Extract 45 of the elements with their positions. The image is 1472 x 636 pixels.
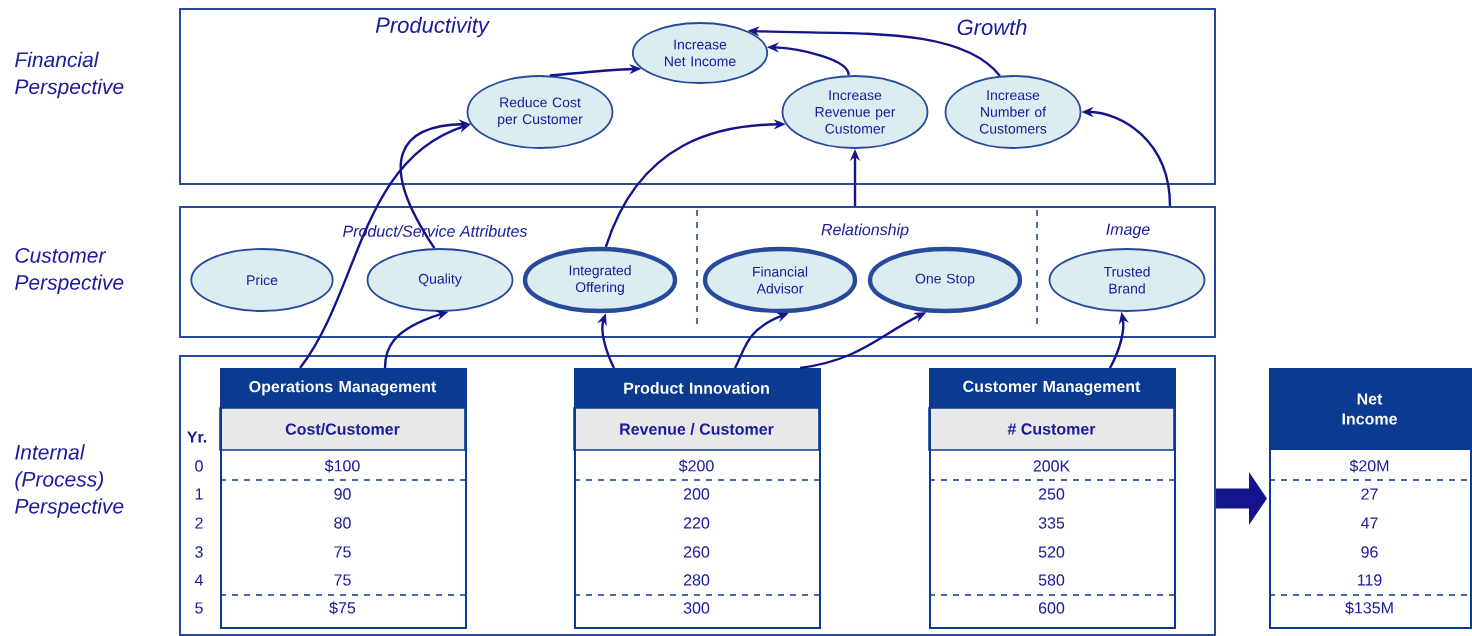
header-bar: Product Innovation	[574, 368, 819, 408]
value-text: 75	[334, 574, 351, 586]
value-text: $20M	[1349, 459, 1389, 473]
column-label: Yr.	[187, 431, 207, 443]
year-label: 5	[195, 602, 203, 614]
value-text: 220	[684, 517, 710, 529]
value-text: 200	[684, 488, 710, 500]
year-label: 0	[195, 460, 203, 472]
year-label: 1	[195, 488, 203, 500]
perspective-label: Internal (Process) Perspective	[15, 444, 124, 518]
section-heading: Image	[1102, 220, 1154, 242]
year-label: 3	[195, 546, 203, 558]
column-heading: # Customer	[928, 407, 1175, 451]
column-heading: Cost/Customer	[219, 407, 466, 451]
value-text: 335	[1038, 517, 1065, 529]
value-text: 580	[1038, 574, 1065, 586]
value-text: 280	[684, 574, 710, 586]
value-text: $135M	[1345, 601, 1393, 615]
value-text: 96	[1361, 546, 1378, 558]
year-label: 4	[194, 574, 203, 586]
value-text: $75	[329, 601, 356, 615]
header-bar: Net Income	[1269, 368, 1470, 450]
perspective-label: Customer Perspective	[15, 248, 124, 294]
value-text: 200K	[1033, 460, 1070, 472]
section-heading: Relationship	[818, 220, 913, 242]
value-text: 260	[684, 546, 710, 558]
year-label: 2	[195, 517, 203, 529]
value-text: 520	[1038, 546, 1065, 558]
value-text: 90	[334, 488, 351, 500]
value-text: 250	[1039, 488, 1065, 500]
perspective-label: Financial Perspective	[15, 51, 124, 99]
header-bar: Customer Management	[929, 368, 1174, 408]
section-heading: Productivity	[372, 13, 492, 41]
header-bar: Operations Management	[220, 368, 465, 408]
value-text: 80	[334, 517, 351, 529]
value-text: 119	[1357, 574, 1382, 586]
value-text: 27	[1361, 488, 1378, 500]
value-text: $200	[678, 459, 714, 473]
value-text: 47	[1361, 517, 1378, 529]
section-heading: Growth	[953, 15, 1031, 39]
column-heading: Revenue / Customer	[573, 407, 820, 451]
value-text: $100	[324, 459, 360, 473]
value-text: 600	[1039, 602, 1065, 614]
value-text: 300	[683, 602, 710, 614]
value-text: 75	[334, 546, 351, 558]
